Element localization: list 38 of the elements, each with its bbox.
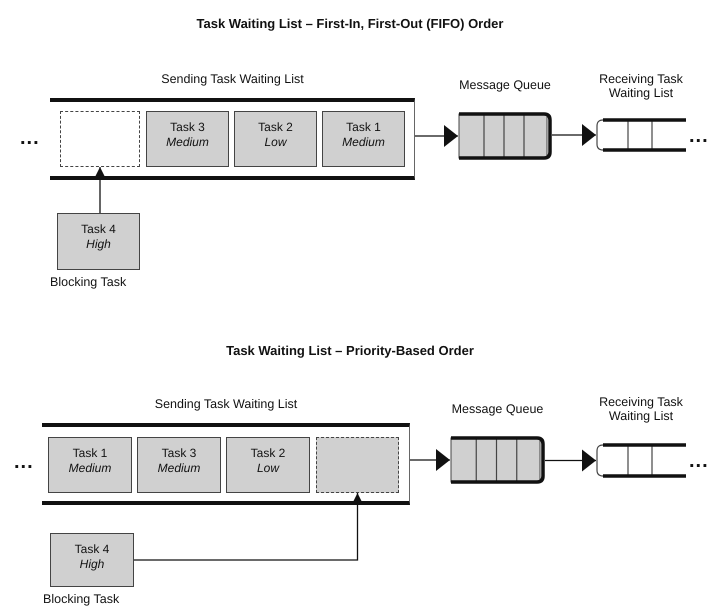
ellipsis: ... <box>14 452 34 472</box>
queue-label: Receiving Task Waiting List <box>598 72 684 100</box>
arrow <box>410 449 450 471</box>
task-priority: Medium <box>68 461 112 476</box>
task-name: Task 3 <box>162 446 196 461</box>
list-heading: Sending Task Waiting List <box>160 72 305 86</box>
queue-label: Message Queue <box>450 402 544 416</box>
empty-slot <box>60 111 140 167</box>
task-priority: Medium <box>342 135 385 150</box>
task-priority: High <box>80 557 104 572</box>
task-name: Task 4 <box>81 222 116 237</box>
arrow <box>134 493 364 561</box>
section-title: Task Waiting List – Priority-Based Order <box>226 343 474 358</box>
arrow <box>94 167 106 213</box>
node-caption: Blocking Task <box>50 275 126 289</box>
task-name: Task 2 <box>250 446 286 461</box>
empty-slot <box>316 437 399 493</box>
queue-label: Receiving Task Waiting List <box>598 395 684 423</box>
task-name: Task 4 <box>74 542 110 557</box>
task-name: Task 3 <box>170 120 205 135</box>
task-name: Task 2 <box>258 120 293 135</box>
list-heading: Sending Task Waiting List <box>154 397 298 411</box>
task-priority: Low <box>256 461 279 476</box>
ellipsis: ... <box>689 126 707 146</box>
node-caption: Blocking Task <box>43 592 120 606</box>
task-priority: High <box>86 237 111 252</box>
queue-label: Message Queue <box>458 78 552 92</box>
arrow <box>545 450 596 472</box>
task-priority: Low <box>264 135 286 150</box>
diagram-title: Task Waiting List – First-In, First-Out (FIFO) Order <box>196 16 504 31</box>
task-name: Task 1 <box>72 446 108 461</box>
task-name: Task 1 <box>346 120 381 135</box>
arrow <box>552 124 596 146</box>
task-priority: Medium <box>158 461 200 476</box>
task-priority: Medium <box>166 135 209 150</box>
ellipsis: ... <box>20 128 40 148</box>
ellipsis: ... <box>689 451 707 471</box>
arrow <box>415 125 458 147</box>
